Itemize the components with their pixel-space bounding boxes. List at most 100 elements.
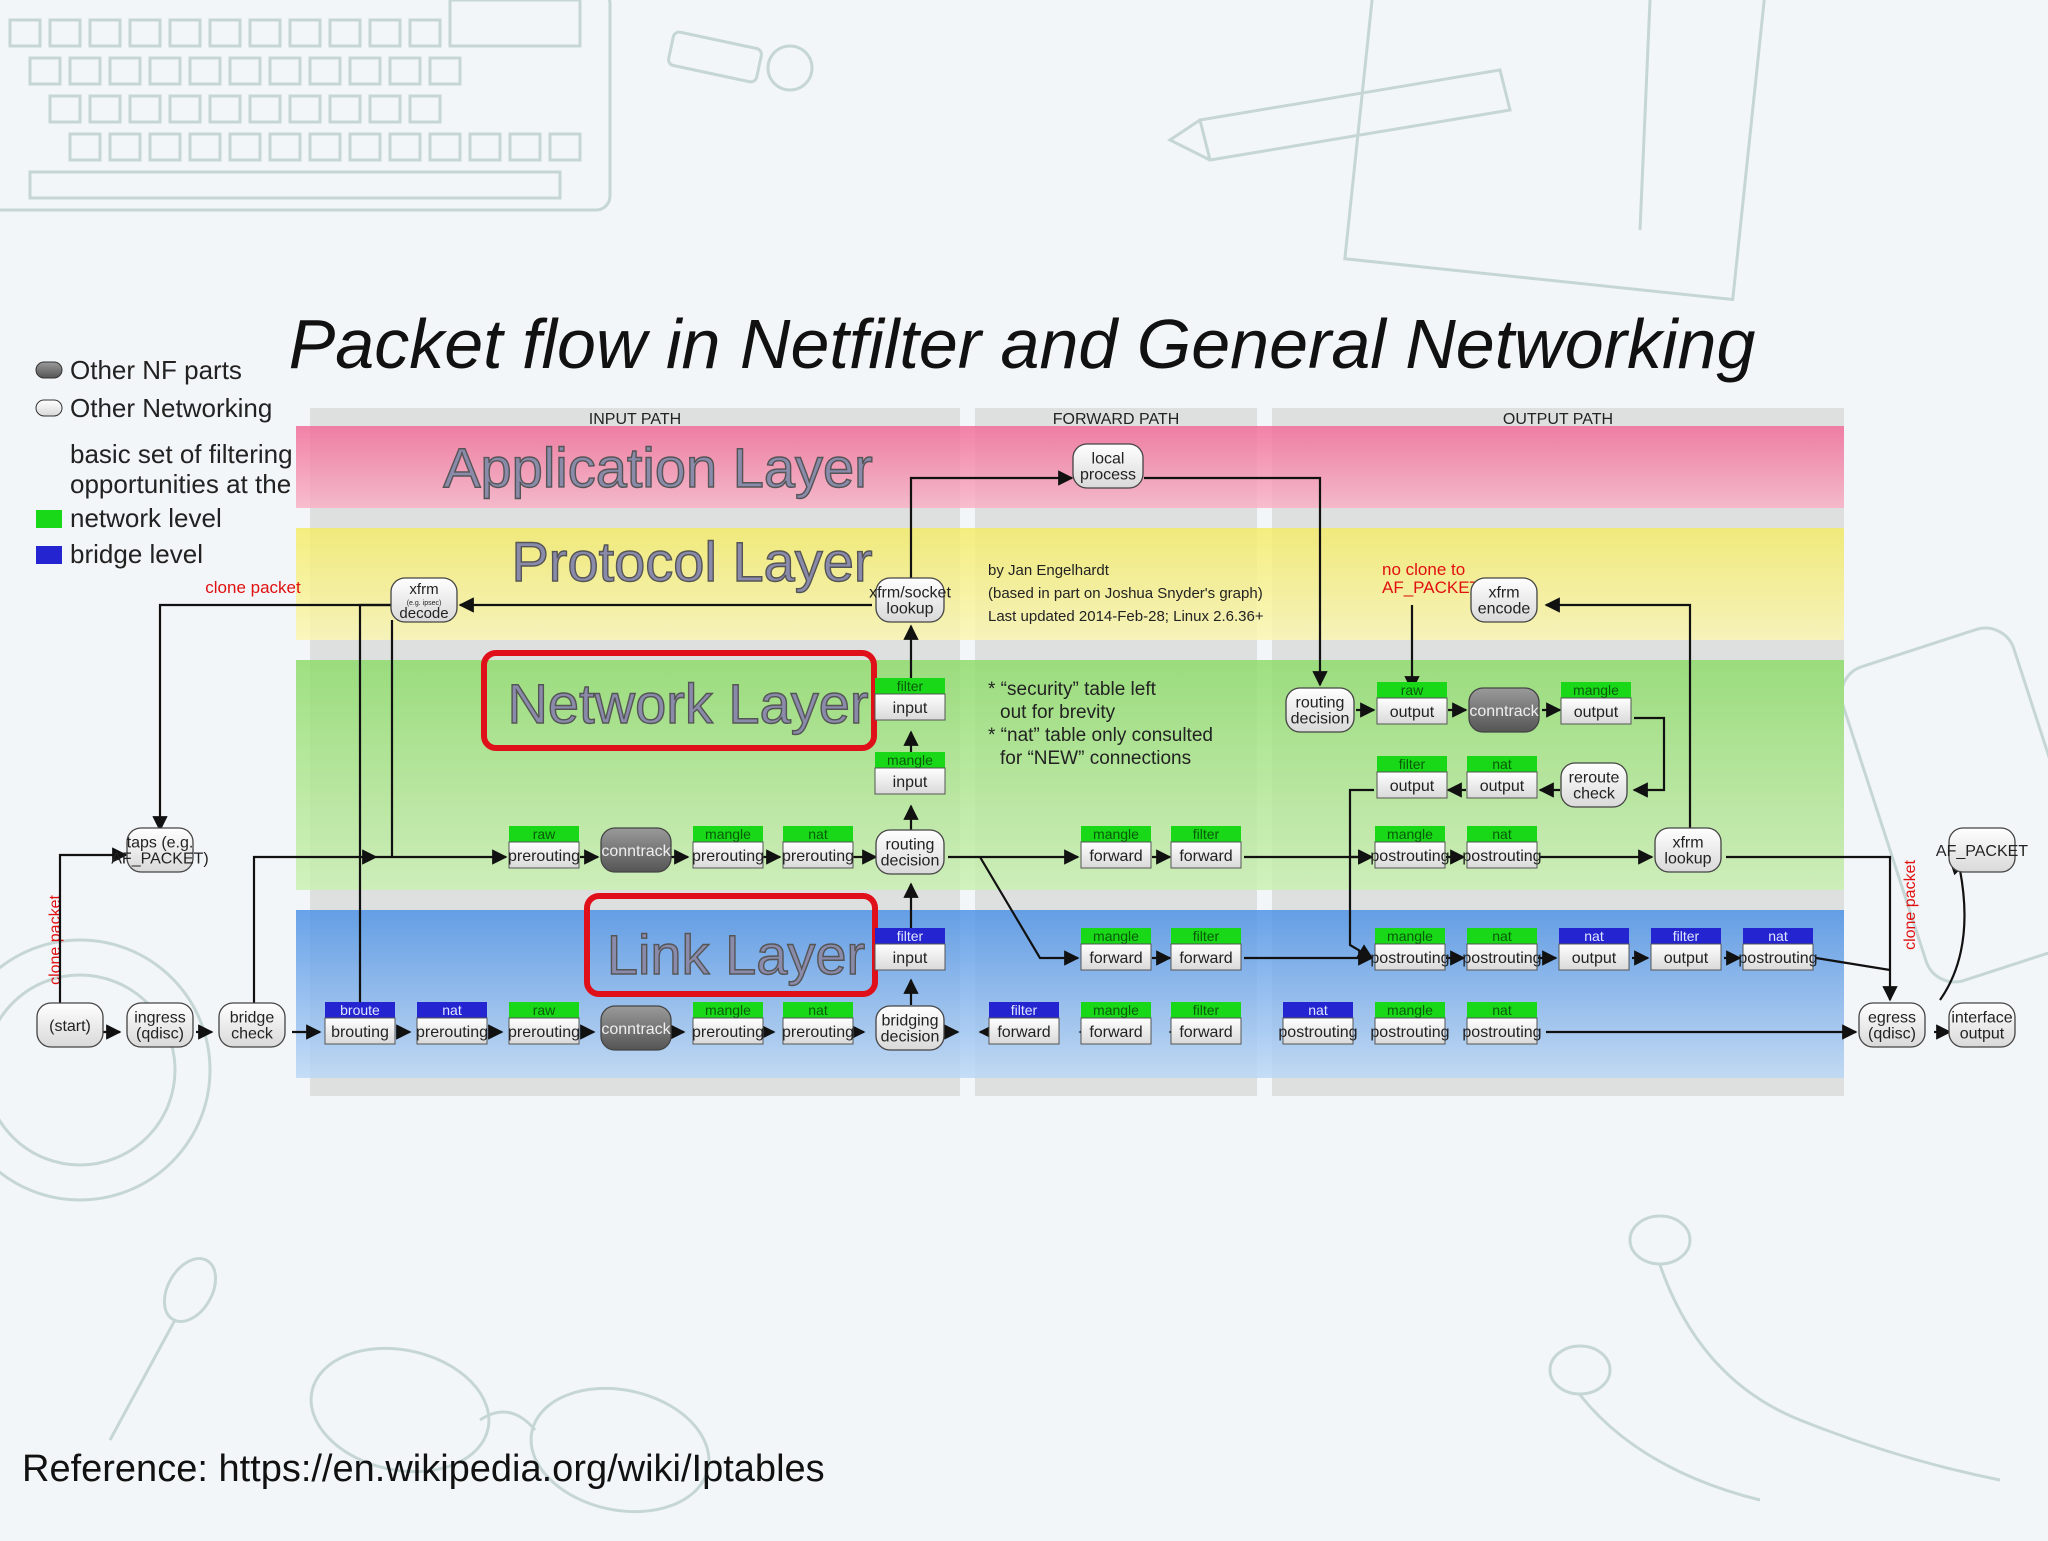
phone-sketch [1839,626,2048,984]
chain-nat-postrouting-tag [1467,826,1537,842]
conntrack-output-node-shape [1468,687,1540,733]
chain-filter-output-chain: output [1390,778,1435,795]
bridging-decision-node-line: decision [881,1029,940,1046]
local-process-node-shape [1072,443,1144,489]
chain-br-nat-prerouting-2-chain: prerouting [782,1024,854,1041]
forward-path-column-label: FORWARD PATH [1053,411,1180,428]
chain-mangle-input-table: mangle [887,752,933,768]
chain-br-mangle-forward-tag [1081,1002,1151,1018]
xfrm-decode-node-label: xfrm [409,581,438,598]
xfrm-decode-node-label: decode [399,605,448,622]
chain-br-mangle-prerouting-chain: prerouting [692,1024,764,1041]
chain-br-mangle-postrouting-table: mangle [1387,1002,1433,1018]
chain-nat-output-chain: output [1480,778,1525,795]
chain-br-filter-forward-2-box [1170,1017,1242,1045]
edge-filter-link-postrouting [1348,857,1374,959]
application-layer-title: Application Layer [443,436,873,499]
chain-link-mangle-postrouting-chain: postrouting [1370,950,1449,967]
bridge-check-node-line: bridge [230,1010,275,1027]
headphones-sketch [1548,1214,2001,1502]
chain-raw-prerouting-box [508,841,580,869]
chain-mangle-postrouting-tag [1375,826,1445,842]
edge-bridge-to-network [252,849,378,1018]
chain-link-nat-postrouting-2-box [1742,943,1814,971]
chain-br-mangle-prerouting-table: mangle [705,1002,751,1018]
af-packet-node-label: AF_PACKET [1936,843,2028,860]
chain-link-filter-output-table: filter [1673,928,1700,944]
xfrm-decode-node-shape [390,577,458,623]
start-node: (start) [36,1002,104,1048]
af-packet-node: AF_PACKET [1936,827,2028,873]
chain-mangle-prerouting-table: mangle [705,826,751,842]
chain-link-nat-postrouting-chain: postrouting [1462,950,1541,967]
chain-nat-postrouting-table: nat [1492,826,1512,842]
chain-filter-forward-table: filter [1193,826,1220,842]
chain-br-nat-postrouting-2-box [1466,1017,1538,1045]
ingress-node-line: ingress [134,1010,186,1027]
chain-mangle-output-tag [1561,682,1631,698]
egress-node-line: (qdisc) [1868,1026,1916,1043]
chain-link-nat-postrouting-2-tag [1743,928,1813,944]
clone-packet-annotation-right: clone packet [1902,860,1919,950]
chain-br-nat-prerouting-2-tag [783,1002,853,1018]
chain-nat-output-table: nat [1492,756,1512,772]
start-node-shape [36,1002,104,1048]
conntrack-bridge-node-label: conntrack [601,1021,671,1038]
xfrm-socket-lookup-node-line: lookup [886,601,933,618]
chain-filter-forward-chain: forward [1179,848,1232,865]
usb-stick-sketch [667,30,814,92]
chain-filter-output-tag [1377,756,1447,772]
glasses-sketch [309,1346,711,1514]
cup-sketch [0,938,212,1202]
no-clone-line-1: no clone to [1382,560,1465,579]
chain-link-nat-output-box [1558,943,1630,971]
chain-link-mangle-postrouting-table: mangle [1387,928,1433,944]
chain-filter-output-table: filter [1399,756,1426,772]
interface-output-node-line: interface [1951,1010,2012,1027]
chain-link-filter-input-tag [875,928,945,944]
chain-filter-forward-tag [1171,826,1241,842]
legend-caption-2: opportunities at the [70,469,291,499]
input-path-column-label: INPUT PATH [589,411,681,428]
chain-br-filter-forward-box [988,1017,1060,1045]
chain-link-nat-postrouting-box [1466,943,1538,971]
edge-mangle-reroute [1632,716,1666,798]
note-line-1: * “security” table left [988,679,1157,700]
xfrm-decode-node-sublabel: (e.g. ipsec) [407,600,442,607]
routing-decision-output-node-line: decision [1291,711,1350,728]
edge-local-routing-out [1144,476,1328,687]
routing-decision-input-node-shape [875,829,945,875]
author-line-1: by Jan Engelhardt [988,562,1110,579]
chain-br-nat-postrouting-tag [1283,1002,1353,1018]
chain-raw-prerouting-table: raw [533,826,556,842]
chain-br-nat-postrouting-box [1282,1017,1354,1045]
chain-filter-input-chain: input [893,700,928,717]
chain-br-nat-postrouting-2-tag [1467,1002,1537,1018]
chain-link-mangle-postrouting-tag [1375,928,1445,944]
bridging-decision-node-shape [875,1005,945,1051]
chain-br-filter-forward-2-table: filter [1193,1002,1220,1018]
protocol-layer-title: Protocol Layer [511,530,872,593]
chain-link-mangle-forward-tag [1081,928,1151,944]
ingress-node: ingress(qdisc) [126,1002,194,1048]
chain-br-raw-prerouting-tag [509,1002,579,1018]
